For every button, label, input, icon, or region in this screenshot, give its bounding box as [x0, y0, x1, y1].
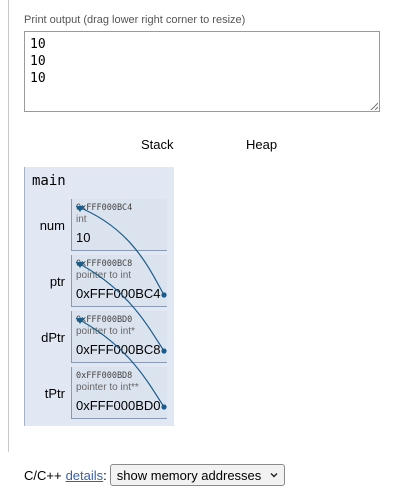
- output-line: 10: [30, 71, 46, 86]
- var-address: 0xFFF000BC4: [76, 203, 133, 213]
- details-link[interactable]: details: [65, 467, 104, 483]
- var-type: pointer to int**: [76, 382, 139, 393]
- var-type: int: [76, 214, 87, 225]
- select-value: show memory addresses: [116, 467, 262, 483]
- resize-handle-icon[interactable]: [370, 102, 378, 110]
- var-box-dptr: 0xFFF000BD0 pointer to int* 0xFFF000BC8: [71, 311, 167, 363]
- left-divider: [8, 0, 9, 452]
- var-name-dptr: dPtr: [41, 330, 65, 345]
- stack-frame-main: main num 0xFFF000BC4 int 10 ptr 0xFFF000…: [24, 167, 174, 426]
- stack-heading: Stack: [141, 137, 174, 152]
- var-name-num: num: [39, 218, 65, 233]
- var-address: 0xFFF000BD8: [76, 371, 133, 381]
- var-type: pointer to int: [76, 270, 132, 281]
- var-name-tptr: tPtr: [44, 386, 65, 401]
- var-type: pointer to int*: [76, 326, 135, 337]
- var-address: 0xFFF000BC8: [76, 259, 133, 269]
- output-line: 10: [30, 37, 46, 52]
- chevron-down-icon: [270, 473, 278, 478]
- output-line: 10: [30, 54, 46, 69]
- print-output-box[interactable]: 10 10 10: [24, 31, 380, 112]
- var-value: 0xFFF000BC8: [76, 342, 161, 357]
- heap-heading: Heap: [246, 137, 278, 152]
- var-address: 0xFFF000BD0: [76, 315, 133, 325]
- var-value: 0xFFF000BC4: [76, 286, 161, 301]
- var-value: 10: [76, 230, 91, 245]
- var-value: 0xFFF000BD0: [76, 398, 161, 413]
- output-label: Print output (drag lower right corner to…: [24, 14, 246, 26]
- var-name-ptr: ptr: [49, 274, 65, 289]
- var-box-num: 0xFFF000BC4 int 10: [71, 199, 167, 251]
- memory-display-select[interactable]: show memory addresses: [109, 464, 286, 486]
- language-label: C/C++: [24, 467, 62, 483]
- options-bar: C/C++ details : show memory addresses: [24, 463, 286, 487]
- var-box-ptr: 0xFFF000BC8 pointer to int 0xFFF000BC4: [71, 255, 167, 307]
- frame-title: main: [32, 173, 66, 189]
- var-box-tptr: 0xFFF000BD8 pointer to int** 0xFFF000BD0: [71, 367, 167, 419]
- label-colon: :: [103, 467, 107, 483]
